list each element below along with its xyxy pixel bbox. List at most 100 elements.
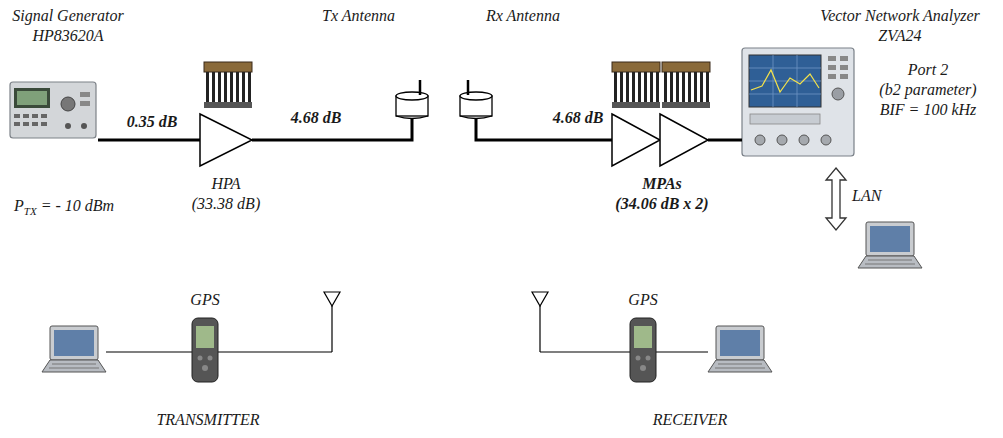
illustration-part [612,62,660,108]
vna-picture-part [832,88,844,100]
network-analyzer: Vector Network Analyzer ZVA24Port 2 (b2 … [742,46,854,158]
illustration-part [662,62,710,108]
node-label: HPA (33.38 dB) [192,174,260,214]
gps-picture-part [202,365,208,371]
vna-picture-part [749,94,821,95]
vna-picture-part [840,56,848,61]
rx-antenna-picture-part [460,92,492,100]
signal-generator-picture-part [41,122,47,126]
node-label: PTX = - 10 dBm [14,196,114,216]
node-label: Port 2 (b2 parameter) BIF = 100 kHz [879,60,976,120]
wire [106,351,192,352]
node-label: GPS [190,290,219,310]
cable-line [98,139,200,142]
loss-label: 4.68 dB [289,108,344,128]
text-line: Signal Generator [12,6,124,26]
node-label: GPS [628,290,657,310]
text-line: BIF = 100 kHz [879,100,976,120]
vna-picture-part [828,65,836,70]
gps-device: GPS [630,318,656,382]
text-line: MPAs [615,174,708,194]
gps-picture [192,318,218,382]
vna-picture-part [828,56,836,61]
vna-picture-part [777,135,787,145]
illustration-part [204,62,252,108]
illustration-part [858,222,922,268]
vna-picture-part [828,74,836,79]
vna-picture-part [742,48,854,156]
signal-generator: Signal Generator HP83620APTX = - 10 dBm [8,72,98,146]
signal-generator-picture-part [23,122,29,126]
mpa-amplifiers: MPAs (34.06 dB x 2) [612,114,708,166]
antenna-symbol [532,292,548,306]
vna-picture-part [749,55,821,107]
node-label: Rx Antenna [486,6,560,26]
signal-generator-picture-part [14,122,20,126]
text-line: (33.38 dB) [192,194,260,214]
text-line: (34.06 dB x 2) [615,194,708,214]
tx-antenna-picture-part [396,92,428,100]
gps-picture-part [192,318,218,382]
caption-label: RECEIVER [653,410,728,430]
text-line: ZVA24 [820,26,980,46]
signal-generator-picture-part [14,88,50,108]
vna-picture-part [821,135,831,145]
gps-picture-part [646,356,651,361]
text-line: Port 2 [879,60,976,80]
gps-picture-part [636,356,641,361]
mpa-triangle [660,114,708,166]
signal-generator-picture-part [81,123,87,129]
illustration-part [708,326,772,372]
mpa-triangle [612,114,660,166]
lan-double-arrow [826,168,846,230]
signal-generator-picture-part [61,97,75,111]
tx-antenna-picture-part [419,80,422,95]
vna-picture-part [755,135,765,145]
gps-picture-part [196,326,214,348]
signal-generator-picture-part [32,122,38,126]
vna-picture [742,48,854,156]
gps-picture-part [634,326,652,348]
cable-line [708,139,742,142]
signal-generator-picture-part [10,82,96,138]
node-label: MPAs (34.06 dB x 2) [615,174,708,214]
wire [218,351,332,352]
signal-generator-picture-part [80,92,90,97]
gps-picture [630,318,656,382]
wire [656,351,708,352]
text-line: Vector Network Analyzer [820,6,980,26]
node-label: Vector Network Analyzer ZVA24 [820,6,980,46]
vna-picture-part [750,114,820,124]
loss-label: 0.35 dB [125,112,180,132]
signal-generator-picture-part [80,101,90,106]
gps-picture-part [640,365,646,371]
text-line: HPA [192,174,260,194]
vna-picture-part [749,68,821,69]
signal-generator-picture-part [41,114,47,118]
vna-picture-part [840,65,848,70]
vna-picture-part [797,55,798,107]
vna-picture-part [773,55,774,107]
antenna-mast [539,306,540,352]
illustration-part [42,326,106,372]
node-label: Tx Antenna [322,6,395,26]
hpa-triangle [200,114,252,166]
signal-generator-picture-part [32,114,38,118]
text-part: = - 10 dBm [37,197,114,214]
signal-generator-picture-part [65,123,71,129]
signal-generator-picture-part [23,114,29,118]
subscript: TX [24,205,37,217]
gps-device: GPS [192,318,218,382]
rx-antenna-picture-part [467,80,470,95]
caption-label: LAN [852,186,881,206]
gps-picture-part [630,318,656,382]
text-part: P [14,197,24,214]
hpa-amplifier: HPA (33.38 dB) [200,114,252,166]
gps-picture-part [208,356,213,361]
vna-picture-part [799,135,809,145]
vna-picture-part [751,70,819,92]
node-label: Signal Generator HP83620A [12,6,124,46]
vna-picture-part [749,81,821,82]
